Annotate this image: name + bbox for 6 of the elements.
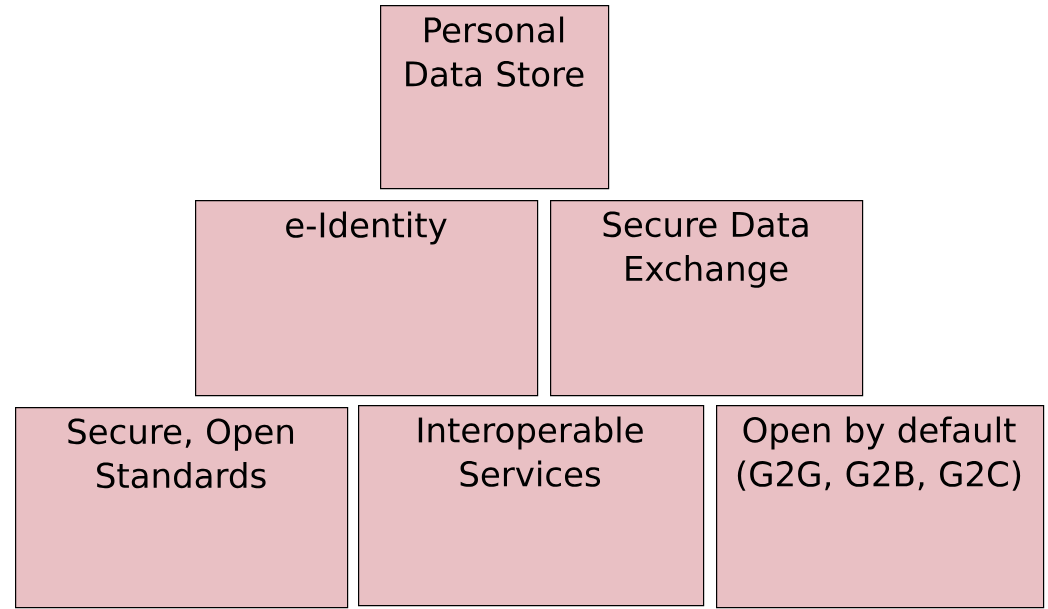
text-box: Personal Data Store [380,5,610,190]
text-box: Open by default (G2G, G2B, G2C) [716,405,1045,609]
text-box: Interoperable Services [358,405,705,607]
text-box: Secure, Open Standards [15,407,349,609]
text-box: Secure Data Exchange [550,200,864,397]
text-box: e-Identity [195,200,539,397]
